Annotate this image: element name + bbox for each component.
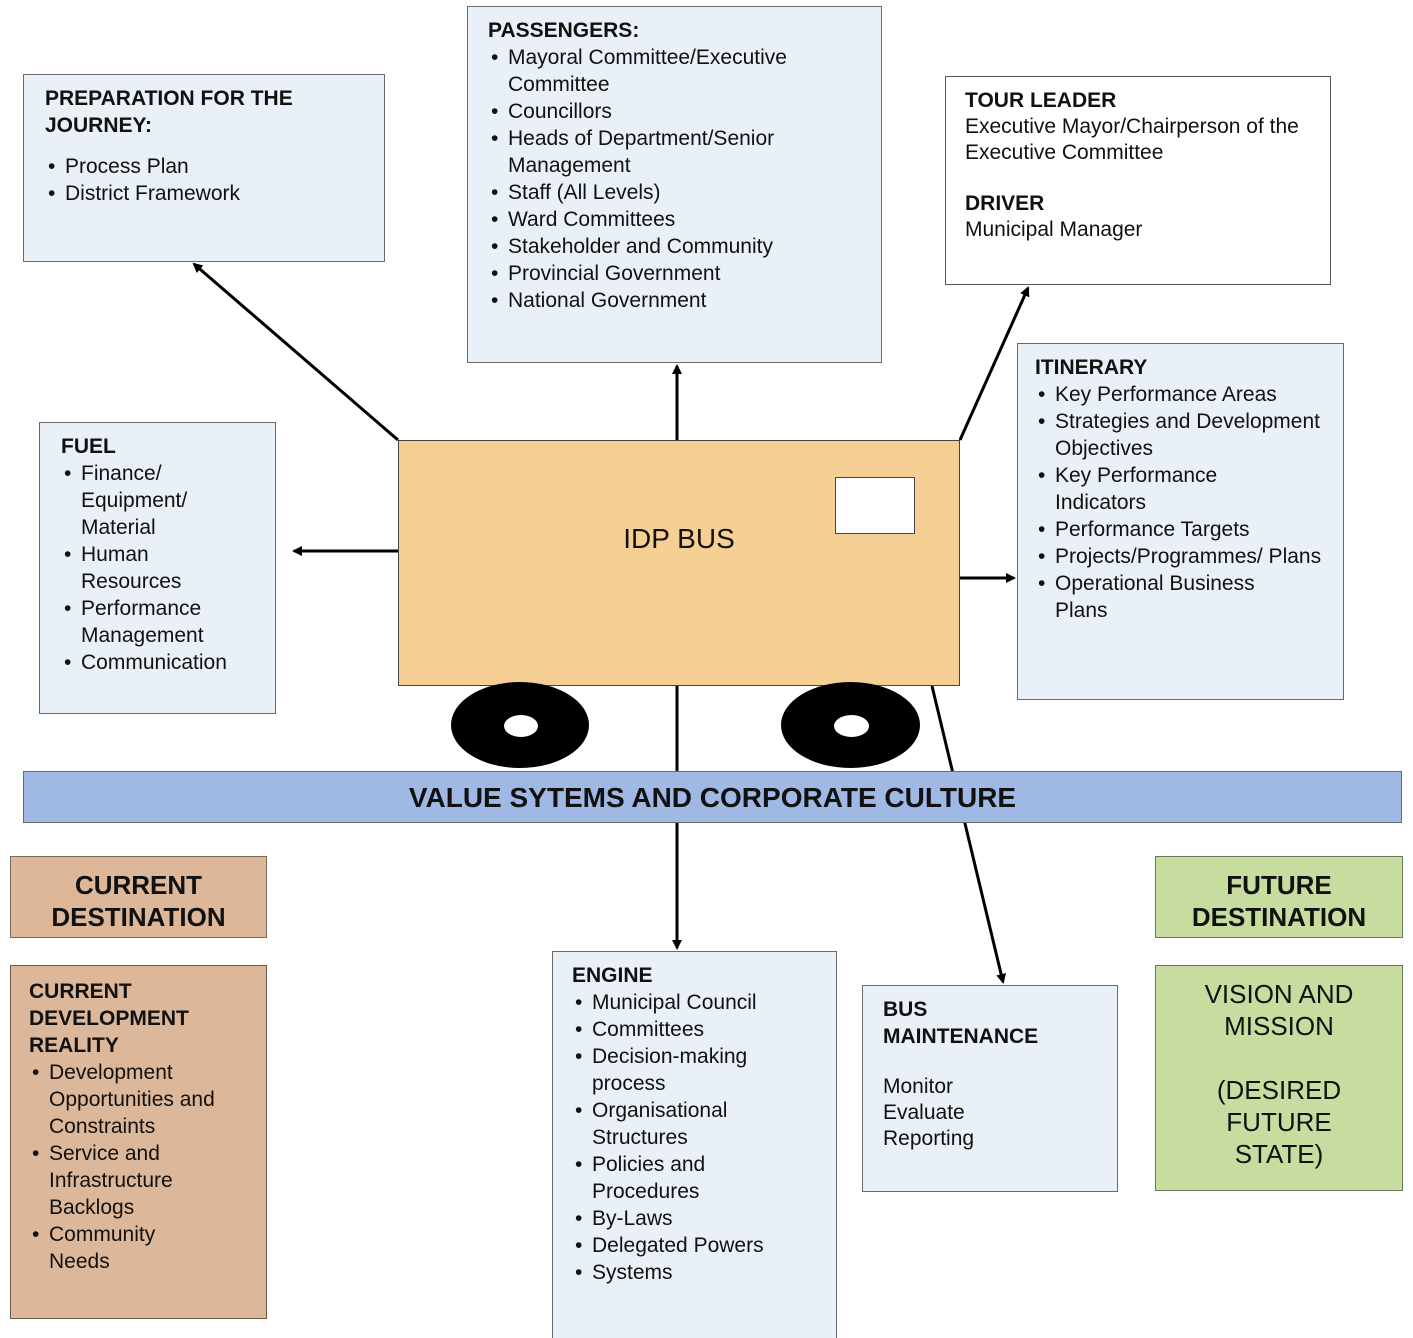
passengers-box: PASSENGERS: Mayoral Committee/Executive …: [467, 6, 882, 363]
value-systems-label: VALUE SYTEMS AND CORPORATE CULTURE: [408, 782, 1017, 813]
driver-title: DRIVER: [965, 192, 1045, 215]
rear-wheel-hub: [834, 715, 869, 737]
bus-maintenance-list: Monitor Evaluate Reporting: [883, 1074, 1109, 1152]
list-item: Systems: [572, 1259, 802, 1286]
list-item: Communication: [61, 649, 281, 676]
current-destination-label: CURRENT DESTINATION: [51, 870, 226, 932]
list-item: Performance Management: [61, 595, 231, 649]
current-destination-box: CURRENT DESTINATION: [10, 856, 267, 938]
fuel-list: Finance/ Equipment/ Material Human Resou…: [61, 460, 231, 676]
rear-wheel: [781, 682, 920, 768]
list-item: Projects/Programmes/ Plans: [1035, 543, 1335, 570]
fuel-box: FUEL Finance/ Equipment/ Material Human …: [39, 422, 276, 714]
list-item: National Government: [488, 287, 838, 314]
bus-window: [835, 477, 915, 534]
idp-bus-body: IDP BUS: [398, 440, 960, 686]
list-item: Committees: [572, 1016, 802, 1043]
list-item: Municipal Council: [572, 989, 802, 1016]
list-item: Reporting: [883, 1127, 975, 1150]
list-item: Councillors: [488, 98, 838, 125]
engine-box: ENGINE Municipal Council Committees Deci…: [552, 951, 837, 1338]
driver-text: Municipal Manager: [965, 218, 1143, 241]
list-item: Delegated Powers: [572, 1232, 802, 1259]
engine-title: ENGINE: [572, 964, 653, 987]
tour-leader-box: TOUR LEADER Executive Mayor/Chairperson …: [945, 76, 1331, 285]
engine-list: Municipal Council Committees Decision-ma…: [572, 989, 802, 1286]
itinerary-title: ITINERARY: [1035, 356, 1148, 379]
passengers-title: PASSENGERS:: [488, 19, 640, 42]
list-item: Human Resources: [61, 541, 211, 595]
list-item: Monitor: [883, 1075, 954, 1098]
list-item: Provincial Government: [488, 260, 838, 287]
bus-maintenance-title: BUS MAINTENANCE: [883, 998, 1039, 1048]
future-destination-label: FUTURE DESTINATION: [1191, 870, 1367, 932]
list-item: District Framework: [45, 180, 372, 207]
list-item: Community Needs: [29, 1221, 189, 1275]
fuel-title: FUEL: [61, 435, 116, 458]
list-item: Key Performance Areas: [1035, 381, 1335, 408]
preparation-title: PREPARATION FOR THE JOURNEY:: [45, 87, 293, 137]
list-item: Service and Infrastructure Backlogs: [29, 1140, 224, 1221]
value-systems-bar: VALUE SYTEMS AND CORPORATE CULTURE: [23, 771, 1402, 823]
list-item: Policies and Procedures: [572, 1151, 767, 1205]
list-item: Heads of Department/Senior Management: [488, 125, 838, 179]
list-item: Ward Committees: [488, 206, 838, 233]
front-wheel-hub: [504, 715, 538, 737]
front-wheel: [451, 682, 589, 768]
current-reality-title: CURRENT DEVELOPMENT REALITY: [29, 980, 189, 1057]
list-item: Decision-making process: [572, 1043, 802, 1097]
itinerary-list: Key Performance Areas Strategies and Dev…: [1035, 381, 1335, 624]
bus-maintenance-box: BUS MAINTENANCE Monitor Evaluate Reporti…: [862, 985, 1118, 1192]
list-item: Performance Targets: [1035, 516, 1335, 543]
itinerary-box: ITINERARY Key Performance Areas Strategi…: [1017, 343, 1344, 700]
list-item: Strategies and Development Objectives: [1035, 408, 1335, 462]
list-item: Development Opportunities and Constraint…: [29, 1059, 254, 1140]
list-item: Finance/ Equipment/ Material: [61, 460, 191, 541]
list-item: Process Plan: [45, 153, 372, 180]
tour-leader-title: TOUR LEADER: [965, 89, 1117, 112]
current-reality-box: CURRENT DEVELOPMENT REALITY Development …: [10, 965, 267, 1319]
bus-label: IDP BUS: [623, 523, 735, 554]
vision-mission-box: VISION AND MISSION (DESIRED FUTURE STATE…: [1155, 965, 1403, 1191]
list-item: Organisational Structures: [572, 1097, 802, 1151]
list-item: Stakeholder and Community: [488, 233, 838, 260]
list-item: Evaluate: [883, 1101, 965, 1124]
current-reality-list: Development Opportunities and Constraint…: [29, 1059, 254, 1275]
list-item: By-Laws: [572, 1205, 802, 1232]
list-item: Staff (All Levels): [488, 179, 838, 206]
arrow-to-bus-maintenance: [930, 685, 1006, 984]
desired-future-state-label: (DESIRED FUTURE STATE): [1216, 1075, 1342, 1169]
preparation-box: PREPARATION FOR THE JOURNEY: Process Pla…: [23, 74, 385, 262]
tour-leader-text: Executive Mayor/Chairperson of the Execu…: [965, 115, 1299, 164]
preparation-list: Process Plan District Framework: [45, 153, 372, 207]
vision-mission-label: VISION AND MISSION: [1204, 979, 1354, 1041]
arrow-to-tour-leader: [958, 286, 1030, 441]
list-item: Mayoral Committee/Executive Committee: [488, 44, 838, 98]
passengers-list: Mayoral Committee/Executive Committee Co…: [488, 44, 838, 314]
arrow-to-preparation: [192, 262, 399, 442]
future-destination-box: FUTURE DESTINATION: [1155, 856, 1403, 938]
list-item: Key Performance Indicators: [1035, 462, 1265, 516]
list-item: Operational Business Plans: [1035, 570, 1305, 624]
